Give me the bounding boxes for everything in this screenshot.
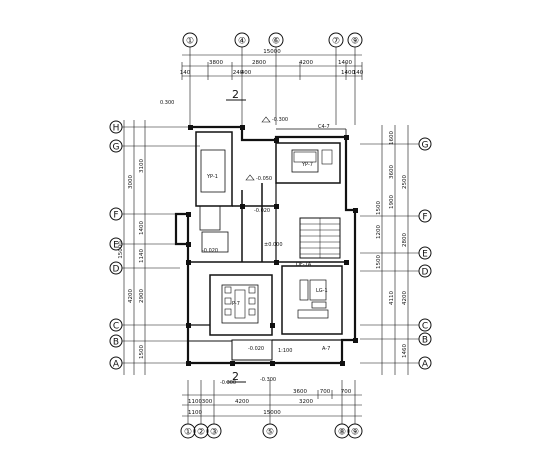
- bottom-dimension: 3200: [299, 399, 313, 405]
- bottom-overall-dimension: 15000: [263, 410, 281, 416]
- right-dimension: 1500: [376, 255, 382, 269]
- axis-label: ⑥: [272, 37, 280, 47]
- right-dimension-lines: [360, 125, 419, 375]
- level-marks: -0.300 -0.050 -0.020 ±0.000 -0.020 -0.02…: [160, 100, 288, 386]
- section-marker: 2: [232, 370, 239, 383]
- bottom-dimension: 4200: [235, 399, 249, 405]
- right-dimension: 2800: [402, 233, 408, 247]
- level-mark: -0.020: [202, 248, 218, 254]
- scale-note: 1:100: [278, 348, 292, 354]
- elevation-mark: 0.300: [160, 100, 174, 106]
- top-subdimension: 140: [353, 70, 364, 76]
- room-code: YP-7: [301, 162, 313, 168]
- right-dimension: 2500: [402, 175, 408, 189]
- left-dimension: 3000: [128, 175, 134, 189]
- bottom-subdimension: 300: [202, 399, 213, 405]
- top-dimension: 3800: [209, 60, 223, 66]
- top-dimension: 1400: [338, 60, 352, 66]
- bottom-subdimension: 1100: [188, 410, 202, 416]
- axis-label: ⑨: [351, 428, 359, 438]
- bottom-dimension-lines: [182, 380, 362, 424]
- bottom-subdimension: 3600: [293, 389, 307, 395]
- axis-label: A: [113, 360, 120, 370]
- right-dimension: 1900: [389, 195, 395, 209]
- bottom-subdimension: 700: [341, 389, 352, 395]
- level-mark: ±0.000: [264, 242, 283, 248]
- axis-label: B: [422, 336, 428, 346]
- left-dimension: 3100: [139, 159, 145, 173]
- level-mark: -0.050: [256, 176, 272, 182]
- right-dimension: 1200: [376, 225, 382, 239]
- axis-label: G: [422, 141, 429, 151]
- axis-label: ⑤: [266, 428, 274, 438]
- axis-label: D: [113, 265, 120, 275]
- axis-label: ①: [186, 37, 194, 47]
- axis-label: H: [113, 124, 120, 134]
- left-dimension: 1500: [139, 345, 145, 359]
- right-dimension: 3600: [389, 165, 395, 179]
- top-subdimension: 1400: [341, 70, 355, 76]
- bottom-axis-bubbles: ① ② ③ ⑤ ⑧ ⑨: [180, 423, 363, 439]
- bottom-subdimension: 1100: [188, 399, 202, 405]
- right-dimension: 4110: [389, 291, 395, 305]
- room-code: A-7: [322, 346, 330, 352]
- left-dimension: 1140: [139, 249, 145, 263]
- axis-label: C: [113, 322, 119, 332]
- axis-label: B: [113, 338, 119, 348]
- top-subdimension: 140: [180, 70, 191, 76]
- level-mark: -0.020: [254, 208, 270, 214]
- left-dimension: 1400: [139, 221, 145, 235]
- axis-label: C: [422, 322, 428, 332]
- right-dimension: 1460: [402, 344, 408, 358]
- top-subdimension: 400: [241, 70, 252, 76]
- room-code: P-7: [232, 301, 240, 307]
- axis-label: G: [113, 143, 120, 153]
- room-codes: YP-7 YP-1 P-7 LG-1 C4-7 QF-7A A-7 1:100: [206, 124, 330, 354]
- top-subdimension: 240: [233, 70, 244, 76]
- room-code: YP-1: [206, 174, 218, 180]
- top-overall-dimension: 15000: [263, 49, 281, 55]
- room-code: LG-1: [316, 288, 328, 294]
- section-marker: 2: [232, 88, 239, 101]
- axis-label: ③: [210, 428, 218, 438]
- level-mark: -0.020: [248, 346, 264, 352]
- level-mark: -0.300: [272, 117, 288, 123]
- axis-label: ⑧: [338, 428, 346, 438]
- building-walls: [174, 125, 357, 365]
- right-dimension: 4200: [402, 291, 408, 305]
- left-dimension-lines: [122, 120, 200, 375]
- axis-label: E: [113, 241, 119, 251]
- left-dimension: 2900: [139, 289, 145, 303]
- room-code: QF-7A: [296, 262, 312, 268]
- level-mark: -0.300: [260, 377, 276, 383]
- axis-label: ①: [184, 428, 192, 438]
- top-dimension: 2800: [252, 60, 266, 66]
- section-markers: 2 2: [226, 88, 246, 383]
- axis-label: D: [422, 268, 429, 278]
- bottom-subdimension: 700: [320, 389, 331, 395]
- axis-label: ②: [197, 428, 205, 438]
- elevation-mark: -0.300: [220, 380, 236, 386]
- right-dimension: 1600: [389, 131, 395, 145]
- right-dimension: 1500: [376, 201, 382, 215]
- left-overall-dimension: 15000: [118, 241, 124, 259]
- top-dimension-lines: [181, 47, 363, 125]
- structural-columns: [186, 125, 358, 366]
- axis-label: ⑦: [332, 37, 340, 47]
- axis-label: E: [422, 250, 428, 260]
- top-dimension: 4200: [299, 60, 313, 66]
- left-dimension: 4200: [128, 289, 134, 303]
- axis-label: F: [422, 213, 427, 223]
- axis-label: ④: [238, 37, 246, 47]
- room-code: C4-7: [318, 124, 330, 130]
- axis-label: ⑨: [351, 37, 359, 47]
- axis-label: A: [422, 360, 429, 370]
- axis-label: F: [113, 211, 118, 221]
